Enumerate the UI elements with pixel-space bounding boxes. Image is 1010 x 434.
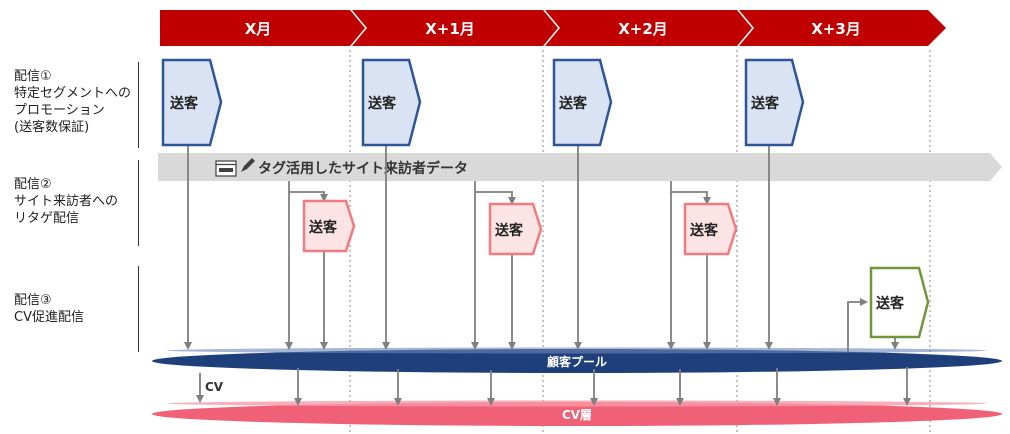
svg-text:送客: 送客 xyxy=(689,222,719,239)
month-arrow-2 xyxy=(352,10,558,46)
row2-send-boxes: 送客 送客 送客 xyxy=(302,199,738,256)
month-dividers xyxy=(349,50,931,432)
send-box-blue-1: 送客 xyxy=(161,58,223,147)
browser-tag-icon xyxy=(215,160,237,177)
row1-send-boxes: 送客 送客 送客 送客 xyxy=(161,58,805,147)
flow-arrows xyxy=(184,146,911,406)
row3-label: 配信③ CV促進配信 xyxy=(14,293,84,325)
row1-label: 配信① 特定セグメントへの プロモーション (送客数保証) xyxy=(14,69,132,135)
row2-label: 配信② サイト来訪者への リタゲ配信 xyxy=(14,177,119,226)
send-box-blue-4: 送客 xyxy=(744,58,805,147)
month-label-2: X+1月 xyxy=(425,20,475,38)
send-box-green: 送客 xyxy=(869,266,930,339)
month-label-4: X+3月 xyxy=(811,20,861,38)
svg-text:送客: 送客 xyxy=(494,222,524,239)
send-box-blue-3: 送客 xyxy=(552,58,613,147)
tag-data-band xyxy=(158,153,1002,181)
month-arrow-1 xyxy=(160,10,365,46)
cv-layer-label: CV層 xyxy=(562,408,592,422)
send-box-pink-2: 送客 xyxy=(488,202,543,256)
customer-pool-label: 顧客プール xyxy=(547,354,607,369)
svg-text:送客: 送客 xyxy=(367,95,397,112)
row2-bracket xyxy=(138,160,139,246)
cv-layer xyxy=(152,402,1002,426)
svg-text:送客: 送客 xyxy=(308,219,338,236)
month-label-3: X+2月 xyxy=(618,20,668,38)
send-box-pink-3: 送客 xyxy=(683,202,738,256)
month-arrow-3 xyxy=(545,10,752,46)
customer-pool xyxy=(152,349,1002,373)
svg-text:送客: 送客 xyxy=(875,295,905,312)
send-box-pink-1: 送客 xyxy=(302,199,356,253)
month-header: X月 X+1月 X+2月 X+3月 xyxy=(160,10,946,46)
svg-text:送客: 送客 xyxy=(750,95,780,112)
month-label-1: X月 xyxy=(245,20,272,38)
cv-label: CV xyxy=(205,380,224,394)
svg-text:送客: 送客 xyxy=(558,95,588,112)
month-arrow-4 xyxy=(739,10,946,46)
tag-data-label: タグ活用したサイト来訪者データ xyxy=(258,160,468,177)
pencil-icon xyxy=(241,158,255,172)
send-box-blue-2: 送客 xyxy=(361,58,422,147)
row3-bracket xyxy=(138,266,139,352)
svg-text:送客: 送客 xyxy=(169,95,199,112)
row1-bracket xyxy=(138,62,139,148)
